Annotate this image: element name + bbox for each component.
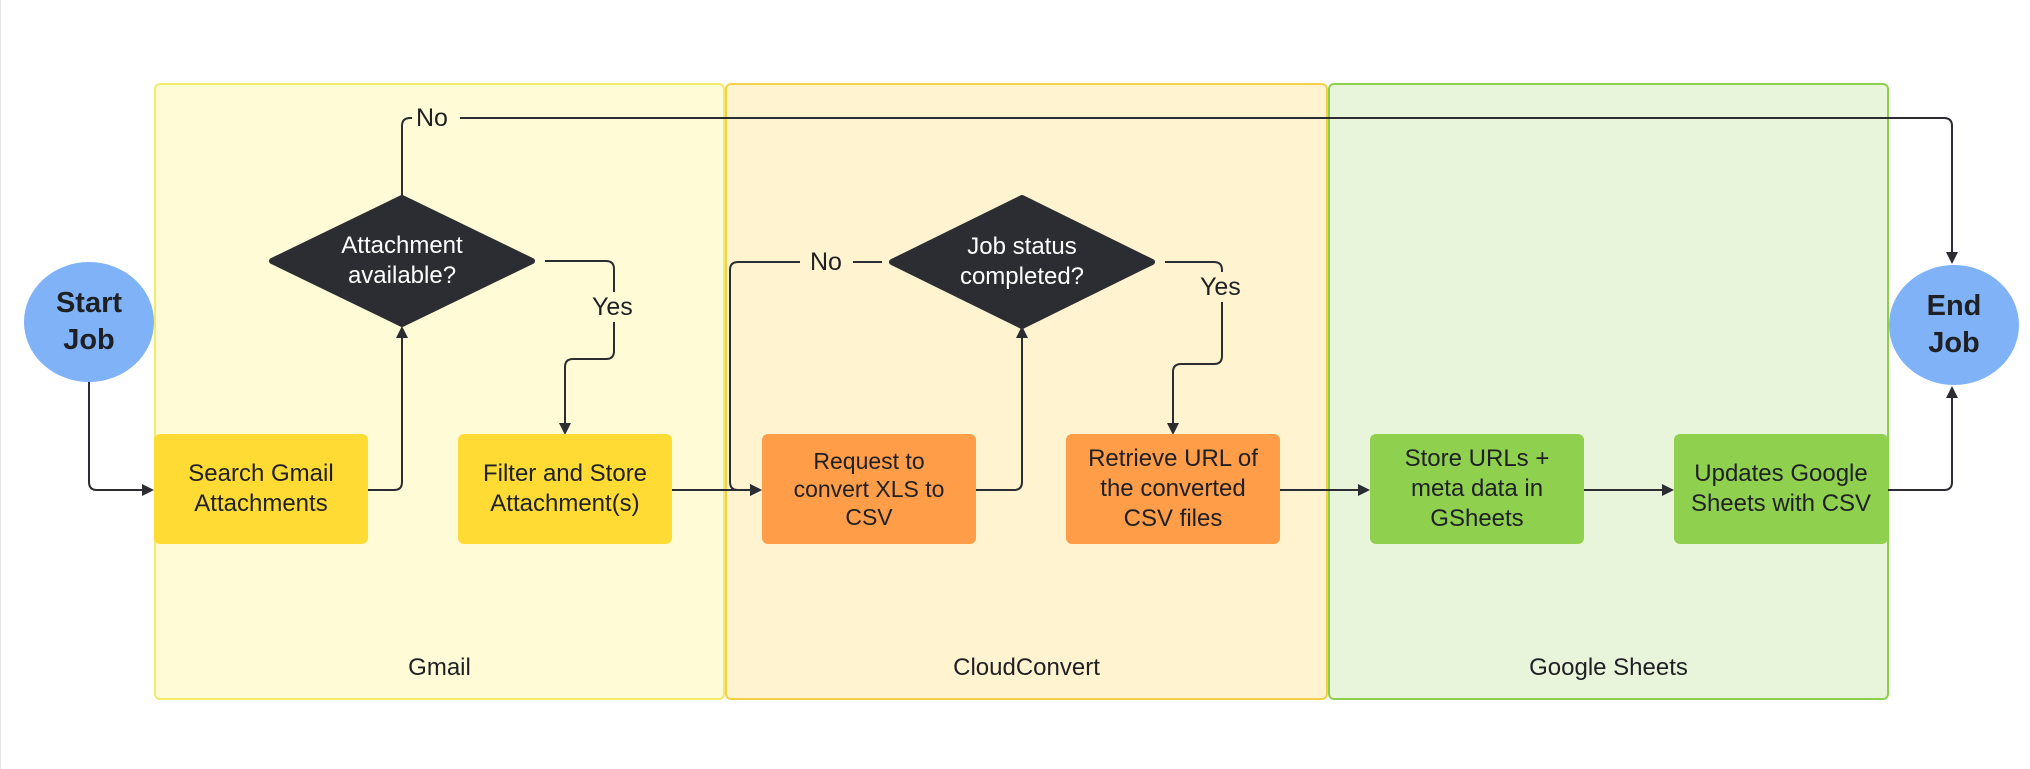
edge-label-attachment-yes: Yes bbox=[592, 293, 633, 321]
edge-label-job-yes: Yes bbox=[1200, 273, 1241, 301]
lane-google-sheets: Google Sheets bbox=[1328, 83, 1889, 700]
lane-label-gmail: Gmail bbox=[408, 654, 471, 681]
lane-label-google-sheets: Google Sheets bbox=[1529, 654, 1688, 681]
start-job-label: Start Job bbox=[55, 287, 123, 356]
step-update-google-sheets: Updates Google Sheets with CSV bbox=[1674, 434, 1888, 544]
decision-attachment-available: Attachment available? bbox=[302, 222, 502, 300]
decision-job-status-label: Job status completed? bbox=[959, 233, 1085, 290]
lane-cloudconvert: CloudConvert bbox=[725, 83, 1328, 700]
step-filter-store-attachments: Filter and Store Attachment(s) bbox=[458, 434, 672, 544]
start-job-node: Start Job bbox=[24, 262, 154, 382]
lane-label-cloudconvert: CloudConvert bbox=[953, 654, 1100, 681]
end-job-node: End Job bbox=[1889, 265, 2019, 385]
step-filter-store-label: Filter and Store Attachment(s) bbox=[482, 460, 648, 517]
end-job-label: End Job bbox=[1926, 290, 1982, 359]
step-request-convert: Request to convert XLS to CSV bbox=[762, 434, 976, 544]
decision-job-status-completed: Job status completed? bbox=[922, 222, 1122, 302]
step-search-gmail-label: Search Gmail Attachments bbox=[188, 460, 334, 517]
step-search-gmail-attachments: Search Gmail Attachments bbox=[154, 434, 368, 544]
step-store-urls-label: Store URLs + meta data in GSheets bbox=[1404, 445, 1550, 532]
step-retrieve-url-label: Retrieve URL of the converted CSV files bbox=[1088, 445, 1258, 532]
edge-label-attachment-no: No bbox=[416, 104, 448, 132]
decision-attachment-label: Attachment available? bbox=[341, 232, 463, 289]
lane-gmail: Gmail bbox=[154, 83, 725, 700]
step-request-convert-label: Request to convert XLS to CSV bbox=[793, 448, 945, 530]
step-store-urls: Store URLs + meta data in GSheets bbox=[1370, 434, 1584, 544]
edge-label-job-no: No bbox=[810, 248, 842, 276]
step-update-sheets-label: Updates Google Sheets with CSV bbox=[1690, 460, 1872, 517]
step-retrieve-url: Retrieve URL of the converted CSV files bbox=[1066, 434, 1280, 544]
